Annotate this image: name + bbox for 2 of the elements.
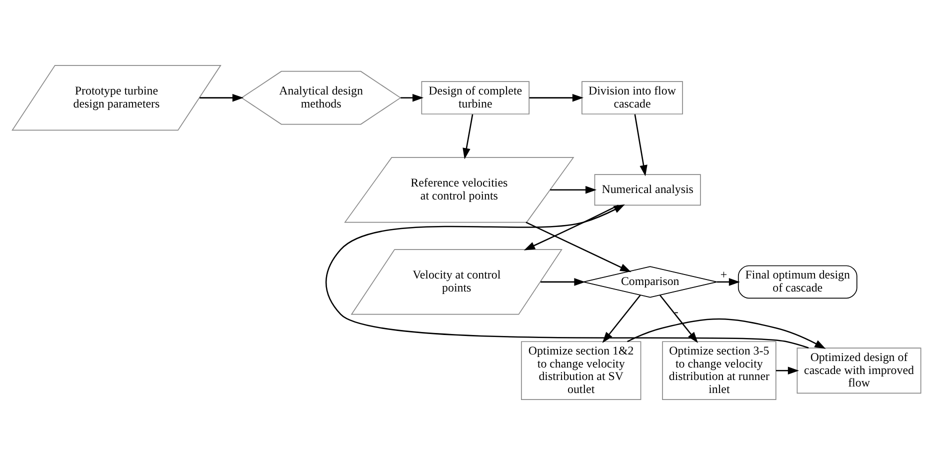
edge-label: +: [720, 268, 728, 282]
edge-label: -: [674, 304, 678, 318]
